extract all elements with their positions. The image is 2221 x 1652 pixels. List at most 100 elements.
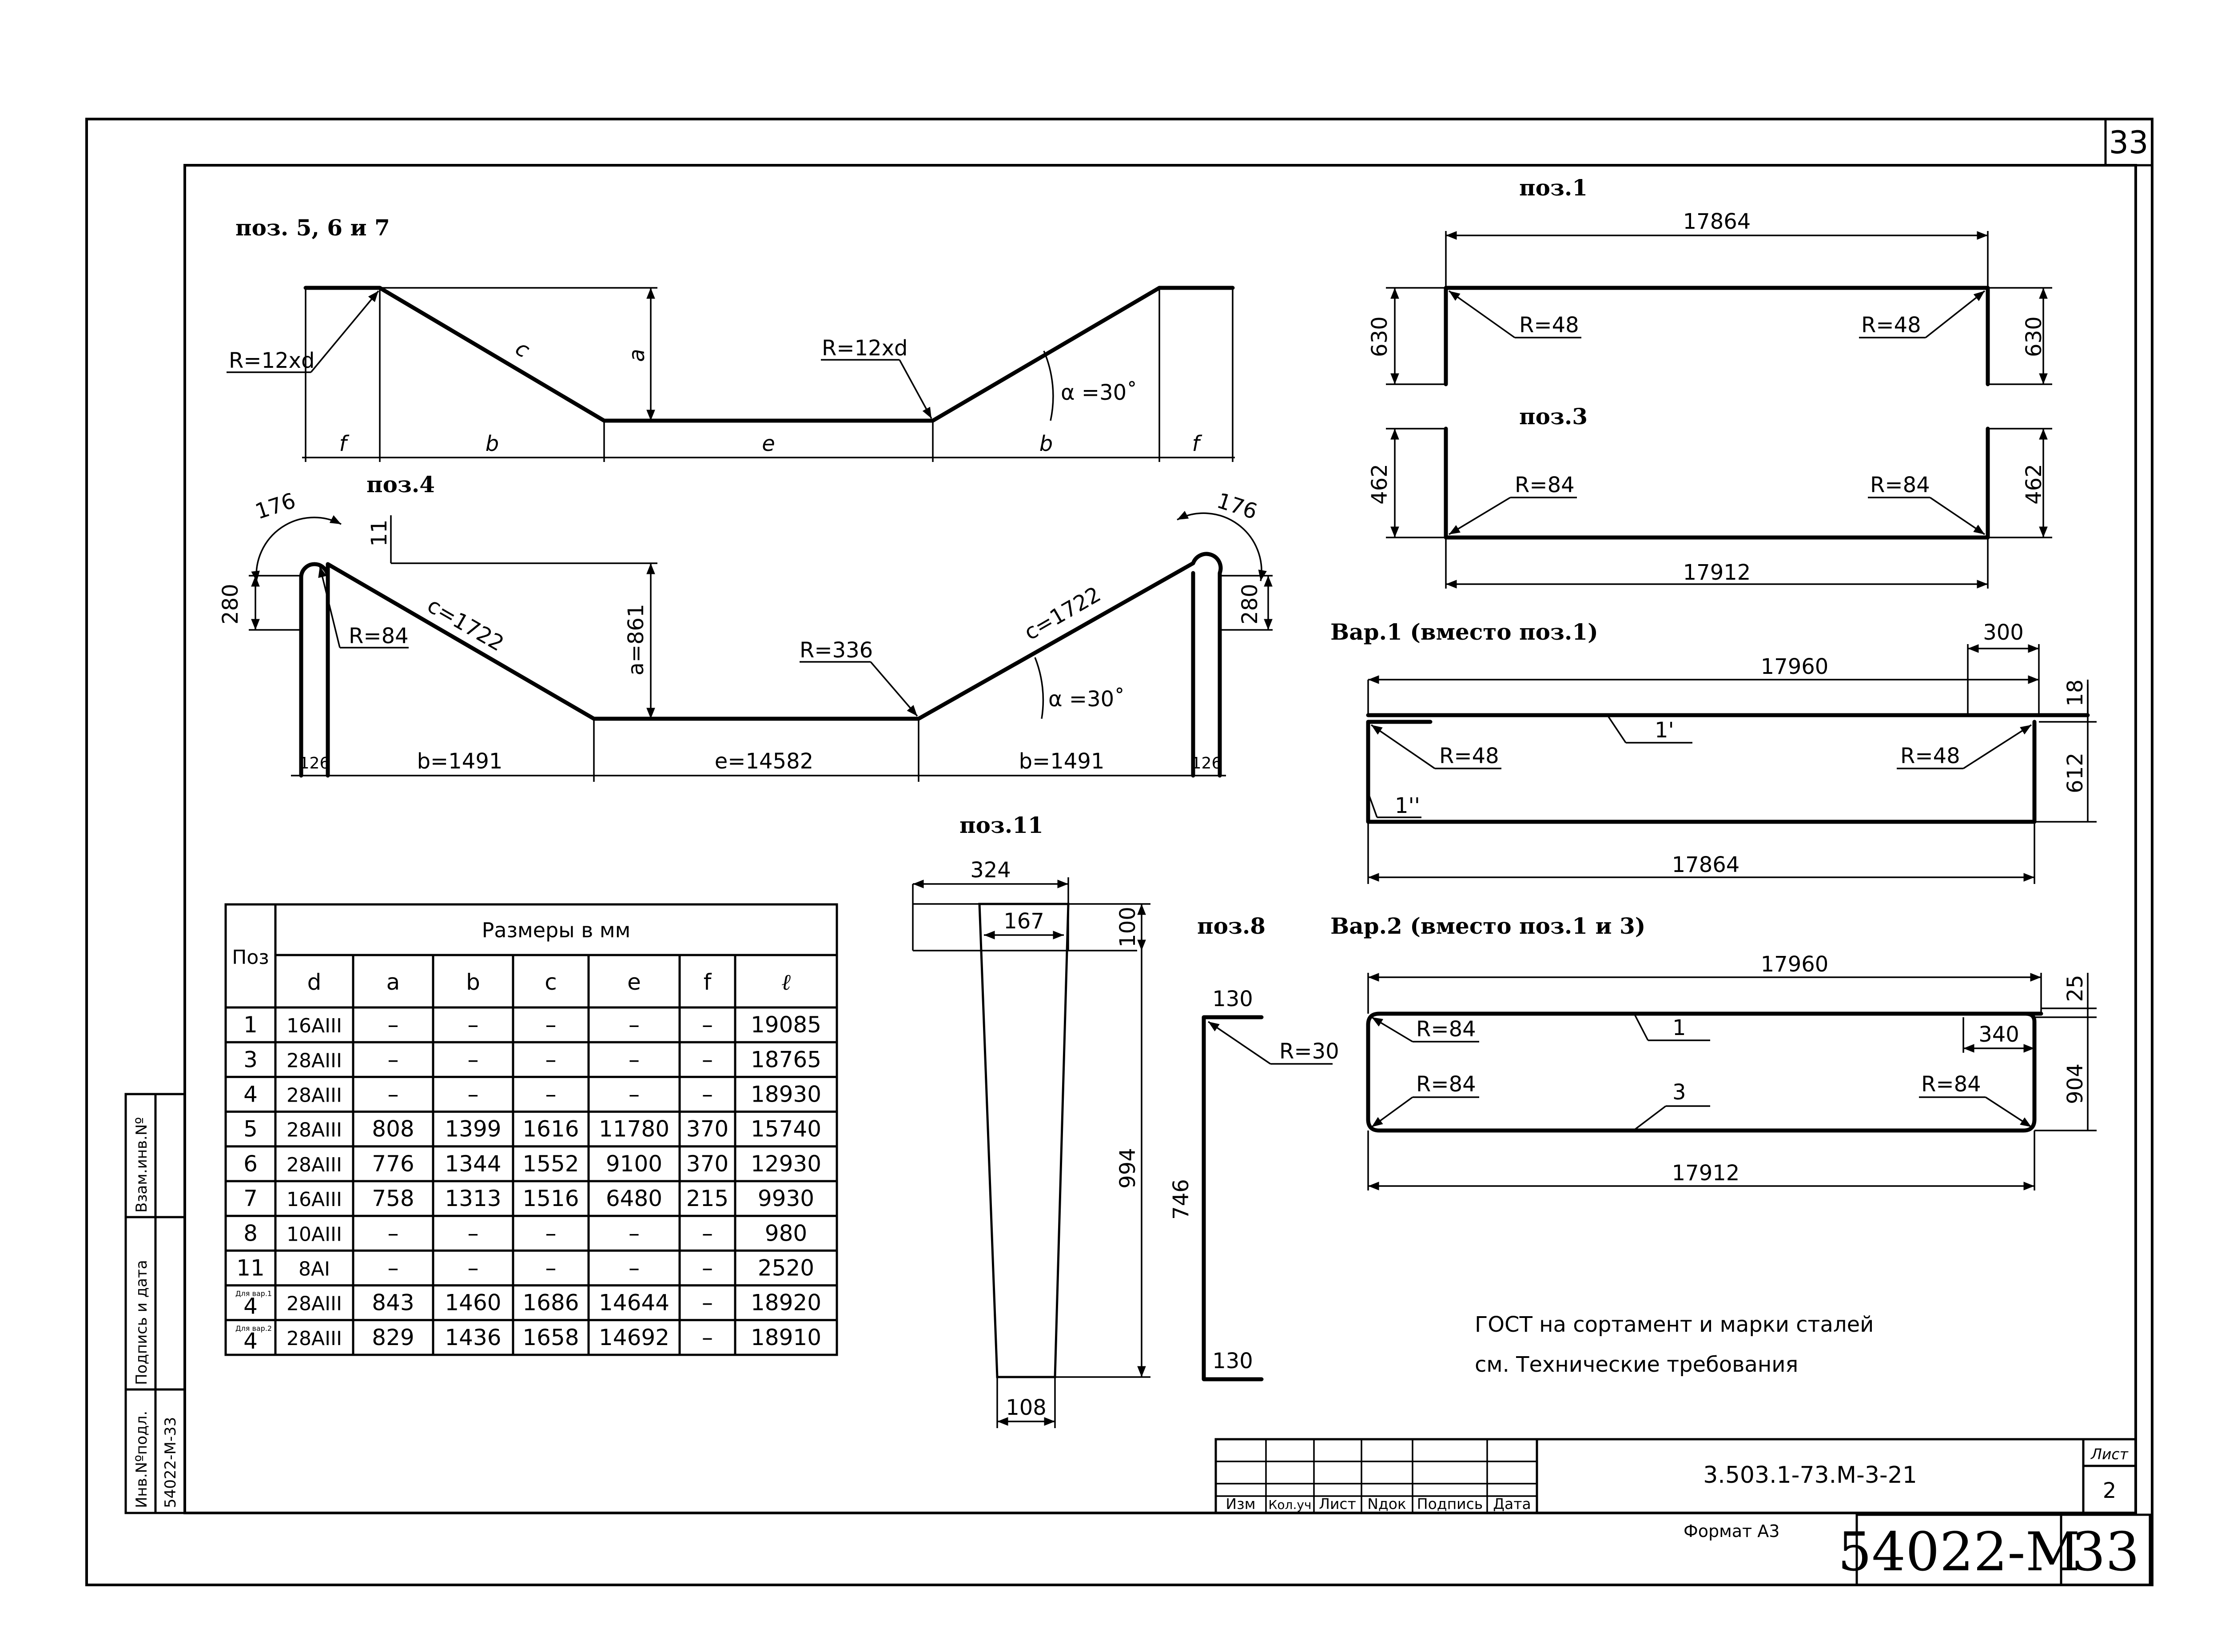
- table-cell-l: 18930: [751, 1082, 821, 1107]
- pos3-radius-left: R=84: [1515, 473, 1575, 498]
- table-cell-l: 2520: [758, 1255, 814, 1281]
- table-cell-l: 18920: [751, 1290, 821, 1316]
- var2-drawing: Вар.2 (вместо поз.1 и 3) 17960 25 904 34…: [1330, 913, 2097, 1190]
- table-cell-c: –: [545, 1255, 557, 1281]
- pos11-drawing: поз.11 324 167 100 994 108: [912, 812, 1150, 1428]
- pos3-length: 17912: [1683, 560, 1751, 585]
- pos8-title: поз.8: [1197, 913, 1266, 939]
- table-cell-f: 370: [686, 1151, 728, 1177]
- var2-height: 904: [2063, 1063, 2088, 1104]
- table-col-header: f: [704, 969, 712, 995]
- table-col-header: d: [307, 969, 322, 995]
- var1-length-top: 17960: [1761, 654, 1829, 679]
- table-cell-d: 8AI: [299, 1258, 330, 1281]
- stamp-col-change: Изм: [1226, 1495, 1255, 1513]
- table-cell-c: 1686: [522, 1290, 579, 1316]
- table-cell-b: 1344: [445, 1151, 501, 1177]
- table-cell-d: 16AIII: [287, 1015, 342, 1037]
- var2-title: Вар.2 (вместо поз.1 и 3): [1330, 913, 1645, 939]
- table-col-header: ℓ: [781, 969, 791, 995]
- table-cell-a: 843: [372, 1290, 414, 1316]
- pos567-radius-mid: R=12xd: [822, 336, 908, 361]
- pos1-radius-right: R=48: [1861, 313, 1921, 338]
- pos1-height-left: 630: [1367, 316, 1392, 357]
- table-cell-d: 28AIII: [287, 1049, 342, 1072]
- table-cell-e: 9100: [606, 1151, 662, 1177]
- table-cell-c: 1516: [522, 1186, 579, 1211]
- stamp-col-count: Кол.уч: [1269, 1497, 1312, 1512]
- table-cell-a: 829: [372, 1325, 414, 1350]
- pos11-bottom: 108: [1006, 1395, 1047, 1420]
- table-cell-pos: 1: [243, 1012, 258, 1038]
- title-block: Изм Кол.уч Лист Nдок Подпись Дата 3.503.…: [1214, 1438, 2137, 1514]
- pos4-dim-b-left: b=1491: [417, 749, 503, 774]
- side-strip-label-inv: Инв.Nºподл.: [133, 1411, 151, 1508]
- side-strip-label-replace: Взам.инв.Nº: [133, 1117, 151, 1213]
- table-col-header: e: [627, 969, 641, 995]
- table-cell-d: 16AIII: [287, 1188, 342, 1211]
- table-cell-b: –: [468, 1012, 479, 1038]
- table-cell-pos: 11: [236, 1255, 265, 1281]
- table-cell-a: 808: [372, 1116, 414, 1142]
- table-cell-d: 28AIII: [287, 1293, 342, 1315]
- sheet-frame: 33: [85, 118, 2153, 1586]
- archive-page: 33: [2072, 1521, 2140, 1583]
- stamp-col-signature: Подпись: [1417, 1495, 1483, 1513]
- table-row-pos-note: Для вар.1: [235, 1290, 272, 1298]
- var1-mark-2: 1'': [1395, 793, 1420, 818]
- table-cell-b: –: [468, 1082, 479, 1107]
- table-cell-b: 1399: [445, 1116, 501, 1142]
- table-cell-f: 215: [686, 1186, 728, 1211]
- table-cell-d: 10AIII: [287, 1223, 342, 1246]
- pos11-top: 324: [970, 858, 1011, 883]
- table-cell-f: –: [702, 1325, 713, 1350]
- stamp-sheet-label: Лист: [2090, 1445, 2129, 1463]
- pos567-title: поз. 5, 6 и 7: [235, 215, 390, 241]
- side-strip: 54022-М-33 Инв.Nºподл. Подпись и дата Вз…: [124, 1093, 186, 1514]
- table-cell-d: 28AIII: [287, 1327, 342, 1350]
- table-cell-c: –: [545, 1220, 557, 1246]
- table-cell-a: –: [388, 1082, 399, 1107]
- table-cell-b: –: [468, 1220, 479, 1246]
- pos567-dim-b-right: b: [1039, 431, 1053, 456]
- pos567-dim-b-left: b: [486, 431, 499, 456]
- pos567-angle: α =30˚: [1061, 380, 1137, 405]
- var2-overlap: 340: [1978, 1022, 2019, 1047]
- var2-length-top: 17960: [1761, 952, 1829, 977]
- pos4-hook-right: 176: [1214, 488, 1260, 525]
- pos4-dim-f-right: 126: [1191, 754, 1222, 772]
- pos8-radius: R=30: [1279, 1039, 1339, 1064]
- table-cell-a: –: [388, 1047, 399, 1072]
- table-cell-a: 758: [372, 1186, 414, 1211]
- pos8-bottom: 130: [1212, 1349, 1253, 1373]
- note-line-1: ГОСТ на сортамент и марки сталей: [1475, 1312, 1874, 1337]
- table-cell-l: 19085: [751, 1012, 821, 1038]
- pos4-gap: 11: [367, 519, 392, 546]
- table-cell-c: –: [545, 1047, 557, 1072]
- table-cell-c: 1616: [522, 1116, 579, 1142]
- stamp-col-doc: Nдок: [1367, 1495, 1406, 1513]
- table-cell-d: 28AIII: [287, 1154, 342, 1176]
- table-cell-a: –: [388, 1220, 399, 1246]
- corner-sheet-number: 33: [2109, 124, 2148, 161]
- pos3-title: поз.3: [1519, 403, 1588, 430]
- table-cell-b: –: [468, 1255, 479, 1281]
- pos11-top-height: 100: [1115, 907, 1140, 947]
- table-cell-e: –: [629, 1047, 640, 1072]
- table-cell-a: –: [388, 1012, 399, 1038]
- var1-height: 612: [2063, 752, 2088, 793]
- pos567-drawing: поз. 5, 6 и 7 f b e b f c a R=12xd R=12x…: [227, 215, 1235, 462]
- table-cell-e: –: [629, 1082, 640, 1107]
- pos4-angle: α =30˚: [1048, 687, 1125, 712]
- table-cell-pos: 6: [243, 1151, 258, 1177]
- table-cell-e: –: [629, 1012, 640, 1038]
- pos4-dim-b-right: b=1491: [1019, 749, 1105, 774]
- pos8-height: 746: [1169, 1179, 1194, 1220]
- table-cell-c: –: [545, 1082, 557, 1107]
- table-cell-a: –: [388, 1255, 399, 1281]
